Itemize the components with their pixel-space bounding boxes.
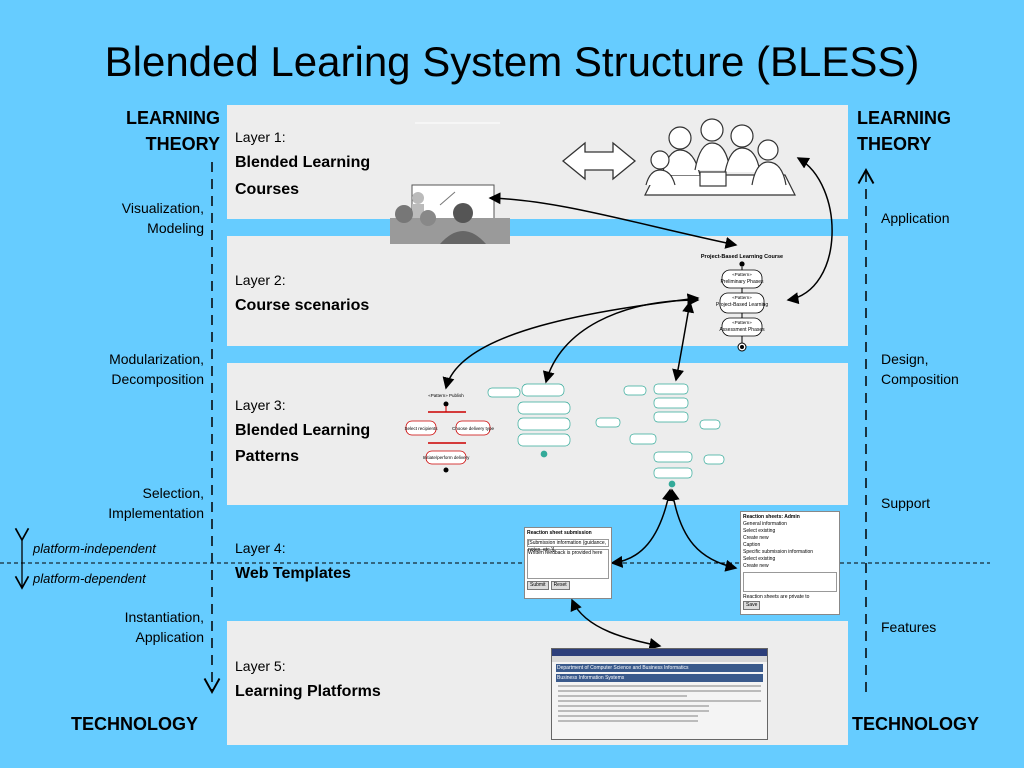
admin-template: Reaction sheets: Admin General informati… <box>740 511 840 615</box>
pattern-publish-right: Choose delivery type <box>452 426 495 431</box>
content-line <box>558 710 709 712</box>
left-step-2-line1: Modularization, <box>109 351 204 367</box>
layer-3-number: Layer 3: <box>235 397 286 413</box>
right-heading-line1: LEARNING <box>857 108 951 128</box>
reaction-sheet-title: Reaction sheet submission <box>527 530 592 536</box>
admin-title: Reaction sheets: Admin <box>743 514 800 520</box>
admin-create-new[interactable]: Create new <box>743 535 769 541</box>
pattern-publish-left: Select recipients <box>404 426 438 431</box>
arrow-pattern-admin <box>667 488 738 572</box>
left-step-3-line2: Implementation <box>108 505 204 521</box>
left-step-3-line1: Selection, <box>142 485 204 501</box>
platform-dependent-label: platform-dependent <box>33 571 146 586</box>
content-line <box>558 700 761 702</box>
layer-4-name: Web Templates <box>235 565 351 582</box>
reaction-sheet-template: Reaction sheet submission [Submission in… <box>524 527 612 599</box>
arrow-scenario-middle <box>542 294 700 384</box>
right-step-1: Application <box>881 210 950 226</box>
window-menu-bar <box>552 656 767 662</box>
learning-platform-window: Department of Computer Science and Busin… <box>551 648 768 740</box>
page-title: Blended Learing System Structure (BLESS) <box>104 38 920 85</box>
layer-2-number: Layer 2: <box>235 272 286 288</box>
platform-independent-label: platform-independent <box>33 541 156 556</box>
admin-private[interactable]: Reaction sheets are private to <box>743 594 810 600</box>
right-footer: TECHNOLOGY <box>852 714 980 734</box>
layer-4-number: Layer 4: <box>235 540 286 556</box>
left-step-4-line2: Application <box>135 629 205 645</box>
arrow-scenario-right <box>672 300 695 382</box>
scenario-phase-1-tag: «Pattern» <box>732 272 752 277</box>
reaction-sheet-field[interactable]: [Submission information (guidance, notes… <box>527 539 609 553</box>
pattern-publish-diagram: «Pattern» Publish Select recipients Choo… <box>404 393 495 473</box>
content-line <box>558 720 698 722</box>
scenario-phase-2-name: Project-Based Learning <box>716 302 768 308</box>
admin-save-button[interactable]: Save <box>743 601 761 610</box>
layer-5-number: Layer 5: <box>235 658 286 674</box>
layer-3-name-line1: Blended Learning <box>235 422 371 439</box>
right-step-2-line2: Composition <box>881 371 959 387</box>
scenario-phase-3-tag: «Pattern» <box>732 320 752 325</box>
left-step-2-line2: Decomposition <box>111 371 204 387</box>
platform-group: Business Information Systems <box>556 674 763 682</box>
admin-select-existing-2[interactable]: Select existing <box>743 556 776 562</box>
classroom-image <box>390 184 510 244</box>
pattern-middle-diagram <box>487 383 621 458</box>
scenario-phase-2-tag: «Pattern» <box>732 295 752 300</box>
content-line <box>558 695 687 697</box>
reaction-reset-button[interactable]: Reset <box>550 581 570 590</box>
admin-textarea <box>743 572 837 592</box>
scenario-phase-1-name: Preliminary Phases <box>720 279 764 285</box>
scenario-diagram: Project-Based Learning Course «Pattern» … <box>701 254 783 352</box>
left-step-4-line1: Instantiation, <box>124 609 204 625</box>
scenario-title: Project-Based Learning Course <box>701 254 783 260</box>
admin-create-new-2[interactable]: Create new <box>743 563 769 569</box>
right-step-4: Features <box>881 619 937 635</box>
content-line <box>558 715 698 717</box>
left-heading-line1: LEARNING <box>126 108 220 128</box>
reaction-submit-button[interactable]: Submit <box>527 581 549 590</box>
left-step-1-line1: Visualization, <box>121 200 204 216</box>
reaction-sheet-textarea[interactable]: Written feedback is provided here <box>527 549 609 579</box>
pattern-right-diagram <box>623 383 725 488</box>
pattern-publish-title: «Pattern» Publish <box>428 393 464 398</box>
content-line <box>558 690 761 692</box>
content-line <box>558 705 709 707</box>
double-arrow-shape <box>561 141 637 181</box>
left-heading-line2: THEORY <box>145 134 220 154</box>
arrow-template-platform <box>570 598 662 650</box>
admin-select-existing[interactable]: Select existing <box>743 528 776 534</box>
layer-5-name: Learning Platforms <box>235 683 381 700</box>
scenario-phase-3-name: Assessment Phases <box>719 327 765 333</box>
right-step-2-line1: Design, <box>881 351 929 367</box>
team-meeting-image <box>644 118 796 196</box>
layer-1-name-line2: Courses <box>235 181 300 198</box>
window-title-bar <box>552 649 767 656</box>
arrow-scenario-publish <box>442 293 700 390</box>
admin-specific: Specific submission information <box>743 549 814 555</box>
pattern-publish-bottom: Initiate/perform delivery <box>423 455 471 460</box>
content-line <box>558 685 761 687</box>
admin-caption[interactable]: Caption <box>743 542 761 548</box>
arrow-pattern-reaction <box>610 488 674 568</box>
layer-2-name: Course scenarios <box>235 297 370 314</box>
layer-1-number: Layer 1: <box>235 129 286 145</box>
arrow-classroom-scenario <box>488 192 738 249</box>
platform-dept: Department of Computer Science and Busin… <box>556 664 763 672</box>
layer-1-name-line1: Blended Learning <box>235 154 371 171</box>
admin-general: General information <box>743 521 787 527</box>
layer-3-name-line2: Patterns <box>235 448 300 465</box>
arrow-team-scenario <box>786 157 833 305</box>
left-step-1-line2: Modeling <box>147 220 204 236</box>
right-step-3: Support <box>881 495 931 511</box>
left-footer: TECHNOLOGY <box>71 714 199 734</box>
right-heading-line2: THEORY <box>857 134 932 154</box>
